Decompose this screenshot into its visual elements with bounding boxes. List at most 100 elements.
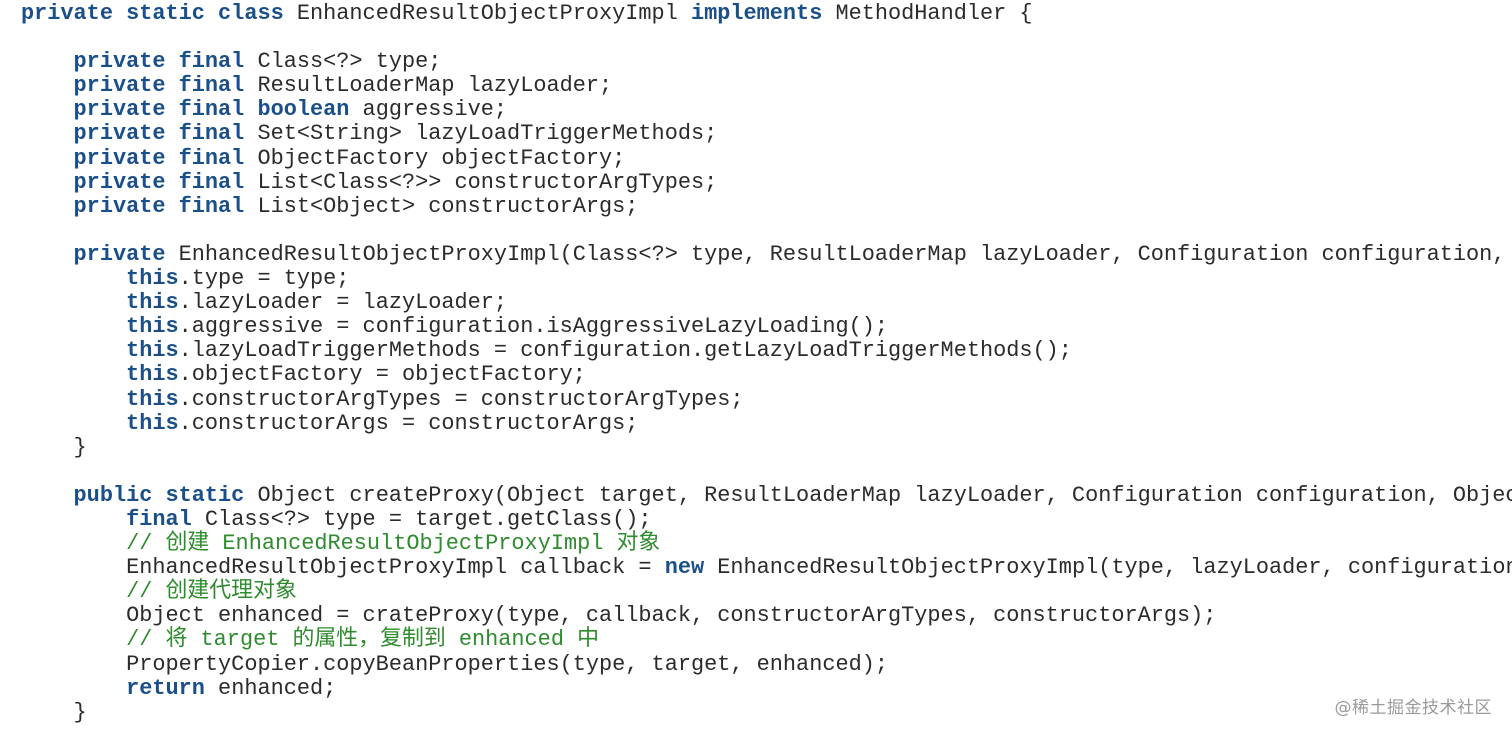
- code-line: EnhancedResultObjectProxyImpl callback =…: [21, 556, 1512, 580]
- code-keyword: this: [126, 314, 179, 340]
- code-keyword: this: [126, 290, 179, 316]
- code-text: EnhancedResultObjectProxyImpl(type, lazy…: [717, 555, 1512, 581]
- code-line: public static Object createProxy(Object …: [21, 482, 1512, 508]
- code-text: .objectFactory = objectFactory;: [178, 362, 586, 388]
- code-line: private final Set<String> lazyLoadTrigge…: [21, 122, 1512, 146]
- code-text: [21, 242, 74, 267]
- code-keyword: public static: [73, 482, 245, 508]
- code-keyword: this: [126, 266, 179, 292]
- code-text: [21, 627, 126, 652]
- code-text: MethodHandler {: [822, 2, 1033, 26]
- code-line: private final boolean aggressive;: [21, 98, 1512, 122]
- code-text: .type = type;: [178, 266, 350, 292]
- code-line: private final List<Object> constructorAr…: [21, 193, 1512, 219]
- code-text: [21, 362, 126, 387]
- code-text: [21, 266, 126, 291]
- code-text: [21, 507, 126, 532]
- code-text: Class<?> type;: [244, 49, 442, 75]
- code-keyword: private final boolean: [73, 97, 350, 123]
- code-keyword: final: [126, 506, 192, 532]
- code-line: [21, 460, 1512, 484]
- code-line: private final Class<?> type;: [21, 50, 1512, 74]
- code-text: .lazyLoadTriggerMethods = configuration.…: [178, 338, 1072, 364]
- code-line: return enhanced;: [21, 675, 1512, 701]
- code-line: final Class<?> type = target.getClass();: [21, 506, 1512, 532]
- code-text: Set<String> lazyLoadTriggerMethods;: [244, 121, 718, 147]
- code-line: private final List<Class<?>> constructor…: [21, 169, 1512, 195]
- code-text: Object createProxy(Object target, Result…: [257, 482, 1512, 508]
- code-keyword: private final: [73, 49, 245, 75]
- code-block: private static class EnhancedResultObjec…: [21, 2, 1512, 725]
- code-line: PropertyCopier.copyBeanProperties(type, …: [21, 651, 1512, 677]
- code-text: [21, 387, 126, 412]
- code-text: .lazyLoader = lazyLoader;: [178, 290, 508, 316]
- code-text: [21, 290, 126, 315]
- code-keyword: return: [126, 675, 205, 701]
- code-text: EnhancedResultObjectProxyImpl callback =: [21, 555, 665, 581]
- code-keyword: private final: [73, 121, 245, 147]
- code-text: .constructorArgTypes = constructorArgTyp…: [178, 386, 744, 412]
- code-line: [21, 219, 1512, 243]
- code-line: [21, 26, 1512, 50]
- code-text: [21, 73, 74, 98]
- code-text: ResultLoaderMap lazyLoader;: [244, 73, 613, 99]
- code-text: EnhancedResultObjectProxyImpl: [283, 2, 691, 26]
- code-text: [21, 97, 74, 122]
- code-text: .constructorArgs = constructorArgs;: [178, 410, 639, 436]
- code-keyword: this: [126, 386, 179, 412]
- code-line: this.aggressive = configuration.isAggres…: [21, 315, 1512, 339]
- code-text: Class<?> type = target.getClass();: [191, 506, 652, 532]
- code-text: List<Class<?>> constructorArgTypes;: [244, 169, 718, 195]
- code-comment: // 将 target 的属性，复制到 enhanced 中: [126, 627, 599, 653]
- code-comment: // 创建 EnhancedResultObjectProxyImpl 对象: [126, 531, 661, 557]
- code-keyword: private static class: [21, 2, 284, 26]
- watermark-label: @稀土掘金技术社区: [1334, 698, 1492, 718]
- code-text: enhanced;: [204, 675, 337, 701]
- code-line: this.constructorArgs = constructorArgs;: [21, 410, 1512, 436]
- code-line: this.lazyLoadTriggerMethods = configurat…: [21, 339, 1512, 363]
- code-text: [21, 411, 126, 436]
- code-line: // 将 target 的属性，复制到 enhanced 中: [21, 628, 1512, 652]
- code-text: }: [21, 434, 87, 460]
- code-text: .aggressive = configuration.isAggressive…: [178, 314, 889, 340]
- code-keyword: new: [664, 555, 705, 581]
- code-keyword: private final: [73, 73, 245, 99]
- code-comment: // 创建代理对象: [126, 579, 297, 605]
- code-text: [21, 338, 126, 363]
- code-text: PropertyCopier.copyBeanProperties(type, …: [21, 651, 889, 677]
- code-text: [21, 194, 74, 219]
- code-text: Object enhanced = crateProxy(type, callb…: [21, 603, 1217, 629]
- code-text: ObjectFactory objectFactory;: [244, 145, 626, 171]
- code-text: [21, 146, 74, 171]
- code-line: }: [21, 699, 1512, 725]
- code-text: [21, 121, 74, 146]
- code-text: [21, 531, 126, 556]
- code-text: [21, 483, 74, 508]
- code-line: private static class EnhancedResultObjec…: [21, 2, 1512, 26]
- code-line: Object enhanced = crateProxy(type, callb…: [21, 604, 1512, 628]
- code-text: EnhancedResultObjectProxyImpl(Class<?> t…: [178, 241, 1506, 267]
- code-keyword: this: [126, 362, 179, 388]
- code-line: }: [21, 434, 1512, 460]
- code-text: aggressive;: [349, 97, 508, 123]
- code-keyword: private: [73, 241, 166, 267]
- code-text: }: [21, 699, 87, 725]
- code-line: this.constructorArgTypes = constructorAr…: [21, 386, 1512, 412]
- code-keyword: this: [126, 338, 179, 364]
- code-line: this.objectFactory = objectFactory;: [21, 363, 1512, 387]
- code-keyword: this: [126, 410, 179, 436]
- code-text: [21, 676, 126, 701]
- code-keyword: private final: [73, 145, 245, 171]
- code-line: private final ResultLoaderMap lazyLoader…: [21, 74, 1512, 98]
- code-line: // 创建代理对象: [21, 580, 1512, 604]
- code-line: this.lazyLoader = lazyLoader;: [21, 291, 1512, 315]
- code-line: private final ObjectFactory objectFactor…: [21, 145, 1512, 171]
- code-text: [21, 49, 74, 74]
- code-line: this.type = type;: [21, 266, 1512, 292]
- code-keyword: private final: [73, 169, 245, 195]
- code-text: [21, 170, 74, 195]
- code-text: [21, 314, 126, 339]
- code-line: private EnhancedResultObjectProxyImpl(Cl…: [21, 241, 1512, 267]
- code-text: List<Object> constructorArgs;: [244, 193, 639, 219]
- code-keyword: implements: [690, 2, 823, 26]
